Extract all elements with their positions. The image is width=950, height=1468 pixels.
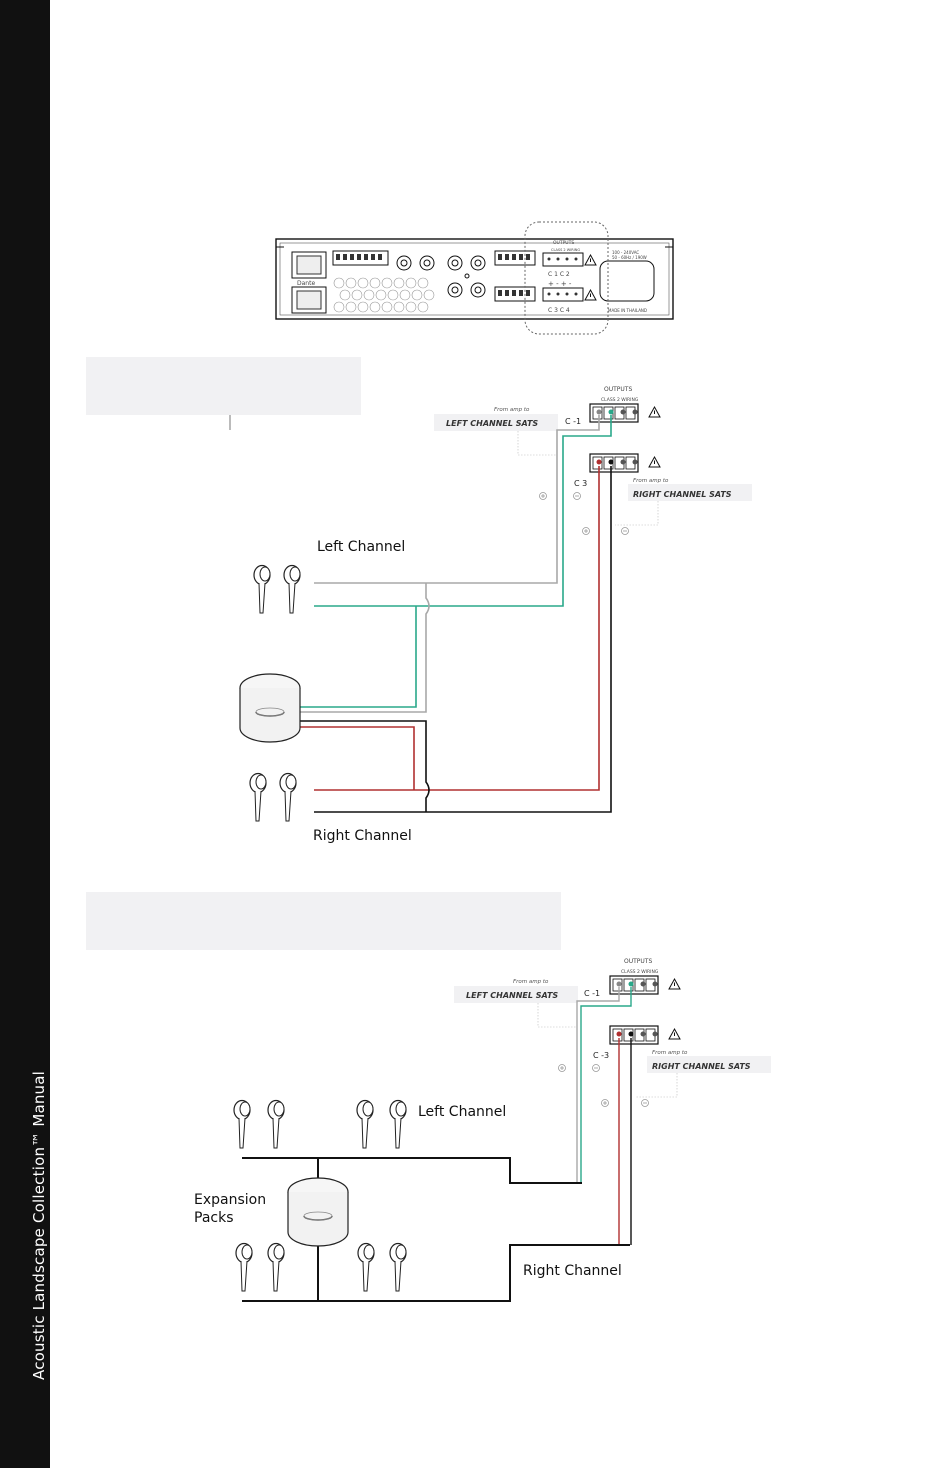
d2-right-sats-label: RIGHT CHANNEL SATS: [652, 1062, 751, 1071]
svg-text:+ - + -: + - + -: [548, 280, 572, 288]
amp-made-label: MADE IN THAILAND: [608, 308, 647, 313]
d2-right-sat-3: [357, 1242, 375, 1292]
d1-right-channel-label: Right Channel: [313, 828, 412, 844]
d2-right-sat-4: [389, 1242, 407, 1292]
d2-expansion-label-1: Expansion: [194, 1192, 266, 1208]
caption-box-1: [86, 357, 361, 415]
d2-class2-label: CLASS 2 WIRING: [621, 969, 659, 975]
d2-right-sat-1: [235, 1242, 253, 1292]
d2-right-sat-2: [267, 1242, 285, 1292]
d1-outputs-label: OUTPUTS: [604, 386, 632, 393]
d1-left-sats-label: LEFT CHANNEL SATS: [446, 419, 538, 428]
d1-class2-label: CLASS 2 WIRING: [601, 397, 639, 403]
amp-power-label-2: 50 - 60Hz / 190W: [612, 255, 647, 260]
d1-left-sat-2: [283, 564, 301, 614]
d1-from-right: From amp to: [633, 478, 669, 484]
d1-ch1-label: C -1: [565, 417, 581, 426]
amp-power-label-1: 100 - 240VAC: [612, 250, 639, 255]
d2-left-sat-4: [389, 1099, 407, 1149]
d2-ch1-label: C -1: [584, 989, 600, 998]
svg-text:C 1 C 2: C 1 C 2: [548, 271, 570, 278]
d1-right-sat-1: [249, 772, 267, 822]
d2-subwoofer: [287, 1177, 349, 1247]
amplifier-rear-panel: Dante: [275, 221, 674, 335]
d2-left-channel-label: Left Channel: [418, 1104, 506, 1120]
sidebar: Acoustic Landscape Collection™ Manual: [0, 0, 50, 1468]
d2-left-sat-1: [233, 1099, 251, 1149]
d2-left-sats-label: LEFT CHANNEL SATS: [466, 991, 558, 1000]
d2-from-left: From amp to: [513, 979, 549, 985]
d1-left-sat-1: [253, 564, 271, 614]
wiring-diagram-1: OUTPUTS CLASS 2 WIRING C -1 C 3 From amp…: [229, 386, 752, 844]
d2-left-sat-2: [267, 1099, 285, 1149]
d1-right-sat-2: [279, 772, 297, 822]
svg-text:C 3 C 4: C 3 C 4: [548, 307, 570, 314]
d1-right-sats-label: RIGHT CHANNEL SATS: [633, 490, 732, 499]
d1-from-left: From amp to: [494, 407, 530, 413]
outputs-highlight: [524, 221, 609, 335]
d2-right-channel-label: Right Channel: [523, 1263, 622, 1279]
amp-outputs-label: OUTPUTS: [553, 240, 574, 246]
d1-left-channel-label: Left Channel: [317, 539, 405, 555]
dante-logo: Dante: [297, 280, 315, 287]
caption-box-2: [86, 892, 561, 950]
amp-class2-label: CLASS 2 WIRING: [551, 248, 580, 252]
wiring-diagram-2: OUTPUTS CLASS 2 WIRING C -1 C -3 From am…: [194, 958, 771, 1302]
d2-outputs-label: OUTPUTS: [624, 958, 652, 965]
d1-ch3-label: C 3: [574, 479, 587, 488]
d1-subwoofer: [239, 673, 301, 743]
d2-expansion-label-2: Packs: [194, 1210, 234, 1226]
d2-from-right: From amp to: [652, 1050, 688, 1056]
d2-left-sat-3: [356, 1099, 374, 1149]
d2-ch3-label: C -3: [593, 1051, 609, 1060]
